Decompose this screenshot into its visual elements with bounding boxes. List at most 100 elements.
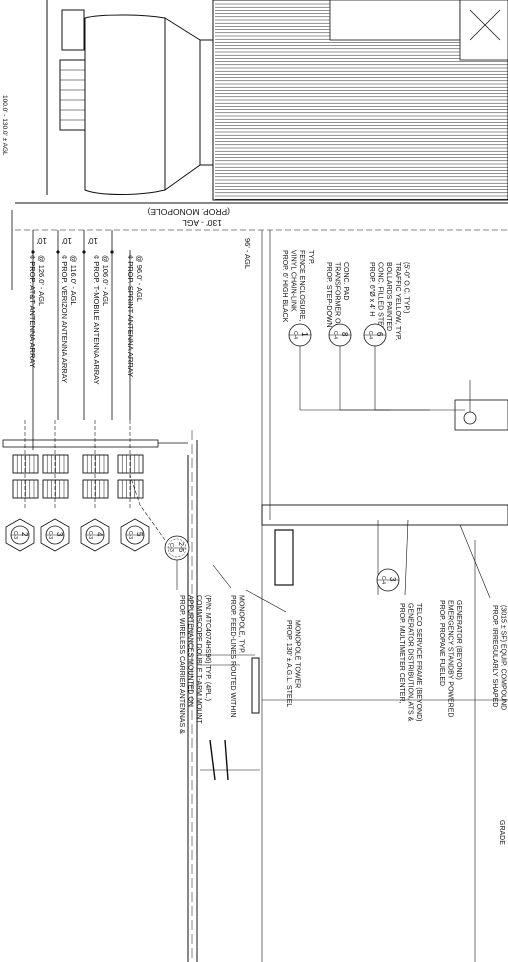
left-note: GRADE220.9 ± AMSL bbox=[498, 820, 508, 864]
dimension-tick bbox=[56, 250, 60, 254]
note-line: (5'-0" O.C. TYP.) bbox=[402, 262, 409, 313]
note-callout: 3C-4 bbox=[376, 568, 400, 592]
callout-number: 3 bbox=[55, 532, 64, 537]
callout-sheet: C-3 bbox=[127, 531, 133, 539]
wireless-callout-sheet: C-3 bbox=[168, 543, 174, 552]
note-line: APPURTENANCES MOUNTED ON bbox=[187, 595, 194, 707]
dimension-tick bbox=[31, 250, 35, 254]
note-line: EMERGENCY STANDBY POWERED bbox=[447, 600, 454, 717]
svg-text:8: 8 bbox=[340, 332, 349, 337]
note-line: PROP. 6"Ø x 4' H bbox=[368, 262, 375, 316]
carrier-array-label: ¢ PROP. VERIZON ANTENNA ARRAY bbox=[60, 255, 69, 383]
left-note: PROP. MULTIMETER CENTER,GENERATOR DISTRI… bbox=[376, 520, 422, 722]
note-line: (P/N: MTC4074HS96) TYP. (4PL.) bbox=[204, 595, 211, 701]
dimension-string bbox=[11, 210, 131, 450]
fence-elevation-value: 96' - AGL bbox=[243, 238, 252, 269]
note-line: CONC. FILLED STEEL bbox=[377, 262, 384, 334]
siding-panel bbox=[212, 0, 508, 201]
note-callout: 8C-4 bbox=[328, 323, 352, 347]
callout-sheet: C-3 bbox=[47, 531, 53, 539]
note-line: GENERATOR (BEYOND) bbox=[455, 600, 462, 680]
fragment-label: 100.0' - 130.0' ± AGL bbox=[1, 95, 8, 156]
tank-elevation bbox=[46, 0, 215, 195]
svg-text:6: 6 bbox=[375, 332, 384, 337]
antenna-array bbox=[117, 420, 144, 510]
note-line: PROP. STEP-DOWN bbox=[325, 262, 332, 328]
callout-number: 5 bbox=[135, 532, 144, 537]
spacing-label: 10' bbox=[61, 236, 72, 245]
note-line: GENERATOR DISTRIBUTION, ATS & bbox=[407, 603, 414, 722]
note-line: TELCO SERVICE FRAME (BEYOND) bbox=[415, 603, 422, 722]
monopole-tower bbox=[2, 430, 198, 962]
carrier-array-elevation: @ 126.0' - AGL bbox=[37, 255, 46, 306]
note-line: VINYL CHAIN-LINK bbox=[290, 250, 297, 312]
note-line: PROP. FEED-LINES ROUTED WITHIN bbox=[229, 595, 236, 717]
top-elevation-marker: (PROP. MONOPOLE) 130' - AGL 96' - AGL bbox=[15, 202, 508, 269]
carrier-array-elevation: @ 116.0' - AGL bbox=[69, 255, 78, 306]
carrier-array-label: ¢ PROP. T-MOBILE ANTENNA ARRAY bbox=[92, 255, 101, 385]
callout-number: 2 bbox=[20, 532, 29, 537]
carrier-callout: 5C-3 bbox=[120, 518, 150, 552]
svg-text:C-4: C-4 bbox=[332, 331, 338, 339]
equipment-compound bbox=[200, 230, 508, 962]
callout-number: 4 bbox=[95, 532, 104, 537]
note-line: PROP. PROPANE FUELED bbox=[438, 600, 445, 686]
carrier-array-elevation: @ 96.0' - AGL bbox=[135, 255, 144, 302]
wireless-callout: 2-5 C-3 bbox=[164, 535, 190, 561]
svg-text:3: 3 bbox=[388, 577, 397, 582]
svg-text:1: 1 bbox=[300, 332, 309, 337]
dimension-tick bbox=[82, 250, 86, 254]
callout-sheet: C-3 bbox=[87, 531, 93, 539]
note-callout: 6C-4 bbox=[363, 323, 387, 347]
spacing-label: 10' bbox=[36, 236, 47, 245]
carrier-array-label: ¢ PROP. SPRINT ANTENNA ARRAY bbox=[126, 255, 135, 377]
left-note: PROP. WIRELESS CARRIER ANTENNAS &APPURTE… bbox=[176, 560, 211, 734]
antenna-array bbox=[12, 420, 39, 510]
dimension-ticks: 10' 10' 10' bbox=[31, 236, 114, 254]
carrier-callout: 2C-3 bbox=[5, 518, 35, 552]
wireless-leader bbox=[129, 474, 166, 541]
svg-text:C-4: C-4 bbox=[380, 576, 386, 584]
note-line: PROP. IRREGULARLY SHAPED bbox=[491, 605, 498, 707]
note-line: PROP. WIRELESS CARRIER ANTENNAS & bbox=[178, 595, 185, 734]
note-line: MONOPOLE, TYP. bbox=[238, 595, 245, 654]
monopole-note: (PROP. MONOPOLE) bbox=[147, 207, 230, 217]
carrier-labels: ¢ PROP. AT&T ANTENNA ARRAY@ 126.0' - AGL… bbox=[28, 255, 144, 385]
antenna-arrays bbox=[12, 420, 144, 510]
spacing-label: 10' bbox=[87, 236, 98, 245]
note-line: COMMSCOPE DOUBLE T-ARM MOUNT bbox=[195, 595, 202, 724]
note-line: 220.9 ± AMSL bbox=[507, 820, 508, 864]
note-line: BOLLARDS PAINTED bbox=[385, 262, 392, 331]
carrier-callout: 3C-3 bbox=[40, 518, 70, 552]
note-line: FENCE ENCLOSURE, bbox=[298, 250, 305, 321]
note-line: (3015 ± SF) EQUIP. COMPOUND bbox=[500, 605, 507, 710]
carrier-array-label: ¢ PROP. AT&T ANTENNA ARRAY bbox=[28, 255, 37, 368]
callout-sheet: C-3 bbox=[12, 531, 18, 539]
antenna-array bbox=[42, 420, 69, 510]
note-line: PROP. 6' HIGH BLACK bbox=[281, 250, 288, 323]
note-line: TRANSFORMER ON bbox=[334, 262, 341, 329]
svg-text:C-4: C-4 bbox=[367, 331, 373, 339]
note-line: GRADE bbox=[498, 820, 505, 845]
left-notes: PROP. WIRELESS CARRIER ANTENNAS &APPURTE… bbox=[176, 519, 508, 864]
left-note: PROP. IRREGULARLY SHAPED(3015 ± SF) EQUI… bbox=[459, 524, 507, 710]
antenna-array bbox=[82, 420, 109, 510]
note-line: PROP. MULTIMETER CENTER, bbox=[398, 603, 405, 704]
svg-text:C-4: C-4 bbox=[292, 331, 298, 339]
note-line: PROP. 130' ± A.G.L. STEEL bbox=[285, 620, 292, 707]
carrier-array-elevation: @ 106.0' - AGL bbox=[101, 255, 110, 306]
note-line: TRAFFIC YELLOW, TYP. bbox=[394, 262, 401, 341]
carrier-callout: 4C-3 bbox=[80, 518, 110, 552]
wireless-callout-id: 2-5 bbox=[177, 542, 184, 552]
dimension-tick bbox=[110, 250, 114, 254]
note-line: CONC. PAD bbox=[342, 262, 349, 300]
